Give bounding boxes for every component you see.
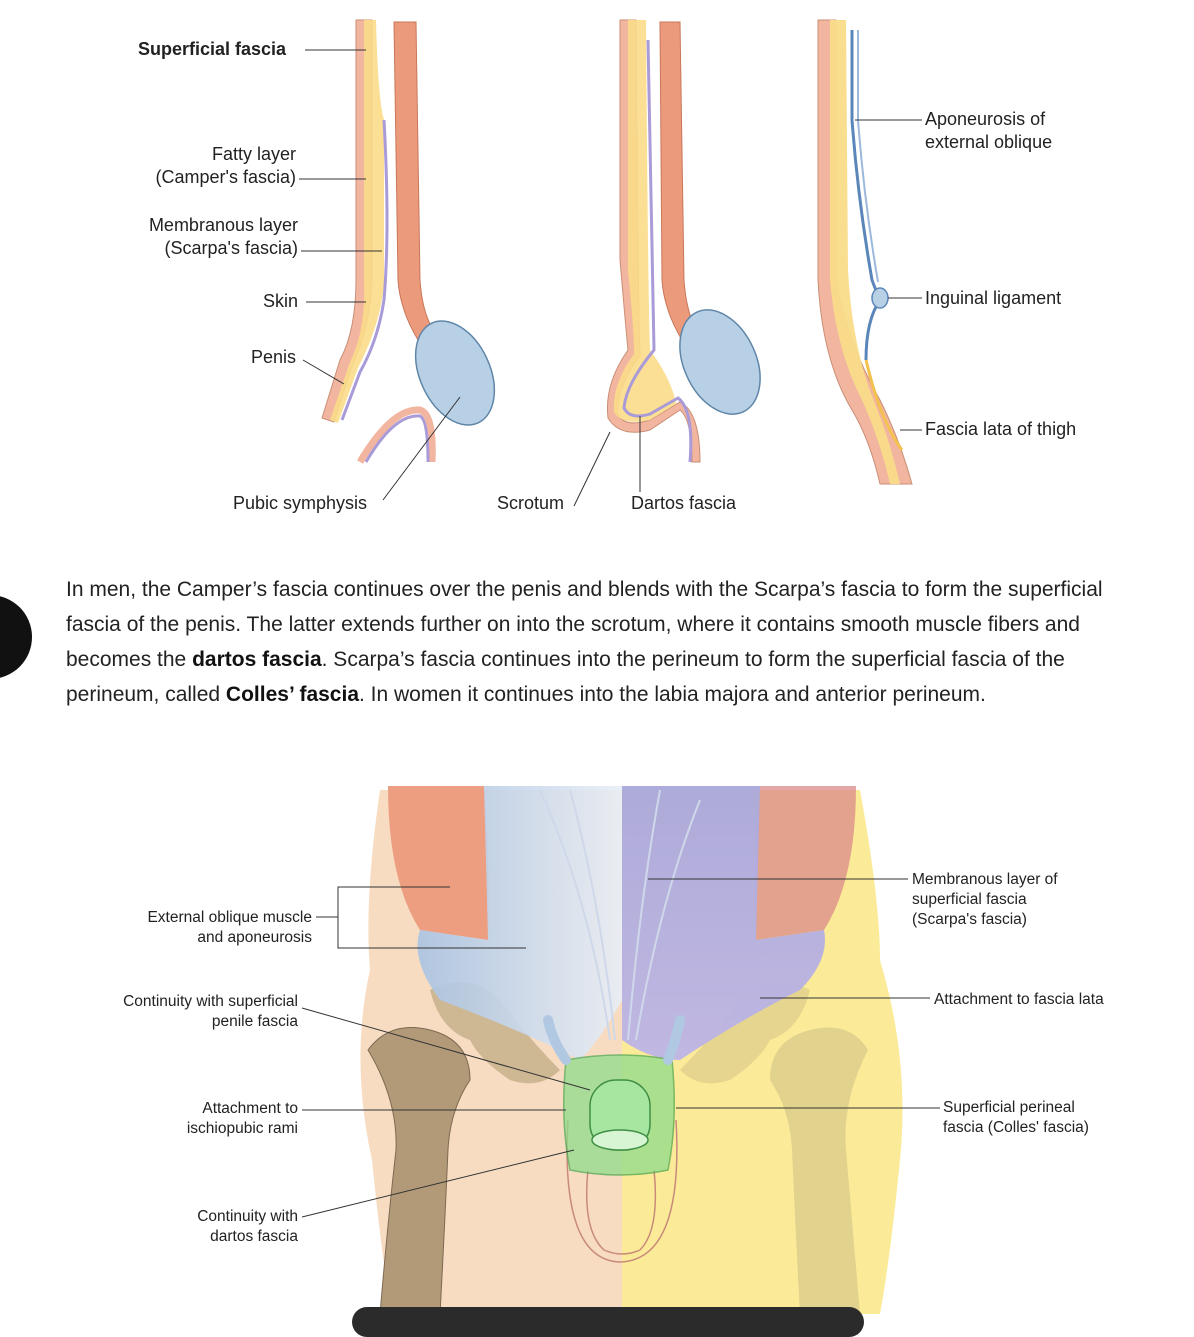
label-membranous-superficial-line3: (Scarpa's fascia) (912, 911, 1027, 928)
label-scrotum: Scrotum (497, 493, 565, 513)
label-fatty-layer: Fatty layer (Camper's fascia) (140, 143, 296, 189)
label-fatty-layer-line1: Fatty layer (211, 144, 296, 164)
aponeurosis-line-2 (857, 30, 879, 283)
colles-fascia (563, 1054, 675, 1176)
pelvis-left (430, 982, 560, 1084)
scrotum-outline (566, 1119, 678, 1263)
label-continuity-dartos-line1: Continuity with (197, 1208, 298, 1225)
label-attachment-fascia-lata: Attachment to fascia lata (934, 991, 1104, 1008)
scarpa-fascia (622, 786, 825, 1060)
label-membranous-line1: Membranous layer (148, 215, 298, 235)
sagittal-section-middle (606, 19, 761, 463)
label-aponeurosis-line1: Aponeurosis of (925, 109, 1046, 129)
label-membranous-superficial-line2: superficial fascia (912, 891, 1027, 908)
inguinal-ligament-node (871, 287, 889, 309)
aponeurosis-line (850, 30, 882, 361)
label-superficial-fascia: Superficial fascia (138, 39, 287, 59)
external-oblique-left (388, 786, 489, 940)
label-fascia-lata: Fascia lata of thigh (925, 419, 1077, 439)
rectus-muscle-middle (659, 21, 697, 341)
penis-membrane-left (364, 414, 430, 463)
external-oblique-right (755, 786, 856, 940)
label-aponeurosis: Aponeurosis of external oblique (925, 108, 1052, 154)
label-superficial-perineal: Superficial perineal fascia (Colles' fas… (943, 1098, 1089, 1138)
label-penis: Penis (251, 347, 297, 367)
label-membranous-line2: (Scarpa's fascia) (164, 238, 298, 258)
paragraph-bold-dartos: dartos fascia (192, 648, 322, 671)
rectus-muscle-left (393, 21, 433, 341)
label-continuity-penile-line1: Continuity with superficial (123, 993, 298, 1010)
paragraph-text-3: . In women it continues into the labia m… (359, 683, 986, 706)
spermatic-cord-left (543, 1015, 571, 1065)
label-continuity-dartos: Continuity with dartos fascia (170, 1207, 298, 1247)
explanation-paragraph: In men, the Camper’s fascia continues ov… (66, 572, 1126, 712)
label-external-oblique: External oblique muscle and aponeurosis (120, 908, 312, 948)
sagittal-section-left (321, 19, 496, 464)
paragraph-text-2: . Scarpa’s fascia continues into the per… (66, 648, 1065, 706)
femur-left (367, 1027, 471, 1314)
label-external-oblique-line2: and aponeurosis (197, 929, 312, 946)
label-superficial-perineal-line2: fascia (Colles' fascia) (943, 1119, 1089, 1136)
penile-root-opening (591, 1129, 649, 1151)
label-skin: Skin (263, 291, 299, 311)
label-aponeurosis-line2: external oblique (925, 132, 1053, 152)
penile-root-cylinder (589, 1079, 651, 1151)
spermatic-cord-right (663, 1015, 685, 1065)
pubic-bone-left (414, 320, 496, 426)
fat-layer-left (330, 20, 384, 423)
aponeurosis-left (417, 786, 622, 1060)
label-pubic-symphysis: Pubic symphysis (233, 493, 368, 513)
paragraph-bold-colles: Colles’ fascia (225, 683, 359, 706)
bottom-leader-lines (301, 878, 940, 1218)
body-left-half (360, 790, 622, 1314)
label-continuity-dartos-line2: dartos fascia (210, 1228, 298, 1245)
label-membranous-layer: Membranous layer (Scarpa's fascia) (130, 214, 298, 260)
pelvis-right (680, 982, 810, 1084)
label-fatty-layer-line2: (Camper's fascia) (155, 167, 296, 187)
sagittal-section-right (817, 19, 913, 485)
label-membranous-superficial-line1: Membranous layer of (912, 871, 1058, 888)
label-continuity-penile-line2: penile fascia (211, 1013, 298, 1030)
body-right-half (622, 790, 903, 1314)
label-inguinal-ligament: Inguinal ligament (925, 288, 1062, 308)
label-membranous-superficial: Membranous layer of superficial fascia (… (912, 870, 1058, 930)
membranous-layer-middle (622, 39, 693, 463)
fat-layer-right (830, 20, 900, 484)
label-attachment-line2: ischiopubic rami (186, 1120, 298, 1137)
label-superficial-perineal-line1: Superficial perineal (943, 1099, 1075, 1116)
paragraph-text-1: In men, the Camper’s fascia continues ov… (66, 578, 1103, 671)
top-leader-lines (299, 49, 922, 507)
label-continuity-penile: Continuity with superficial penile fasci… (100, 992, 298, 1032)
label-dartos-fascia: Dartos fascia (631, 493, 737, 513)
pubic-bone-middle (679, 309, 761, 415)
top-figure-drawing (299, 19, 922, 507)
midline-fibers (539, 789, 701, 1041)
label-external-oblique-line1: External oblique muscle (147, 909, 312, 926)
fascia-lata-line (864, 359, 904, 451)
label-attachment-ischiopubic: Attachment to ischiopubic rami (160, 1099, 298, 1139)
bottom-toolbar-edge[interactable] (352, 1307, 864, 1337)
fat-layer-middle (613, 20, 676, 422)
membranous-layer-left (340, 119, 389, 421)
penis-outline (585, 1169, 657, 1255)
femur-right (770, 1027, 868, 1314)
label-attachment-line1: Attachment to (202, 1100, 298, 1117)
side-handle[interactable] (0, 595, 32, 679)
